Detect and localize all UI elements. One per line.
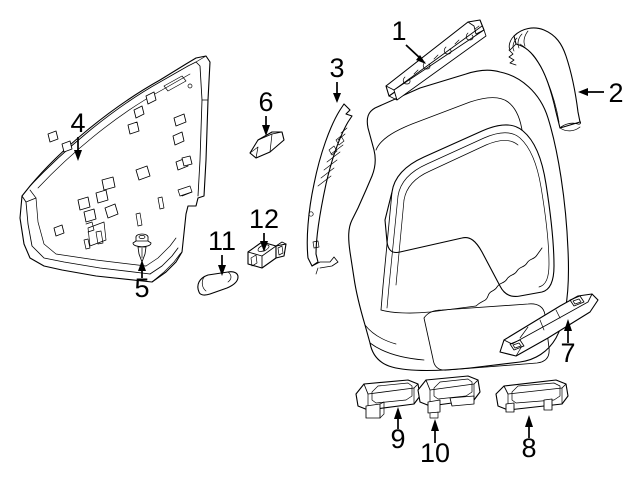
part-10-cover-cap-centre — [417, 375, 481, 419]
callout-3-label: 3 — [329, 53, 344, 83]
part-12-connector-block — [247, 241, 287, 269]
callout-1-label: 1 — [391, 16, 406, 46]
callout-11-label: 11 — [208, 226, 236, 256]
part-7-sill-scuff-plate — [499, 293, 599, 357]
trim-clip-studs — [47, 91, 193, 237]
part-4-liftgate-trim-panel — [19, 55, 211, 283]
part-8-cover-cap-right — [495, 379, 569, 413]
part-9-cover-cap-left — [355, 379, 421, 419]
callout-6: 6 — [258, 87, 274, 136]
callout-11: 11 — [208, 226, 236, 276]
callout-8: 8 — [521, 415, 537, 463]
callout-12: 12 — [249, 204, 279, 252]
callout-layer: 1 2 3 4 5 6 — [70, 16, 623, 468]
callout-9: 9 — [390, 407, 406, 454]
callout-4-label: 4 — [70, 108, 85, 138]
callout-5: 5 — [134, 260, 150, 303]
callout-10-label: 10 — [420, 438, 450, 468]
callout-3: 3 — [329, 53, 345, 103]
part-2-conduit-boot — [508, 27, 582, 132]
callout-9-label: 9 — [390, 424, 405, 454]
part-5-push-retainer-clip — [132, 233, 152, 263]
part-1-upper-trim-strip — [385, 19, 487, 101]
callout-8-label: 8 — [521, 433, 536, 463]
callout-2: 2 — [578, 78, 624, 108]
part-6-wedge-cap — [249, 131, 285, 159]
callout-6-label: 6 — [258, 87, 273, 117]
callout-7-label: 7 — [560, 338, 575, 368]
callout-2-label: 2 — [608, 78, 623, 108]
part-11-oval-blanking-cap — [197, 271, 239, 296]
part-tailgate-body — [348, 69, 570, 372]
callout-1: 1 — [391, 16, 426, 64]
callout-4: 4 — [70, 108, 86, 161]
part-3-pillar-trim — [306, 103, 353, 275]
callout-12-label: 12 — [249, 204, 279, 234]
callout-5-label: 5 — [134, 273, 149, 303]
callout-10: 10 — [420, 419, 450, 468]
callout-7: 7 — [560, 319, 576, 368]
